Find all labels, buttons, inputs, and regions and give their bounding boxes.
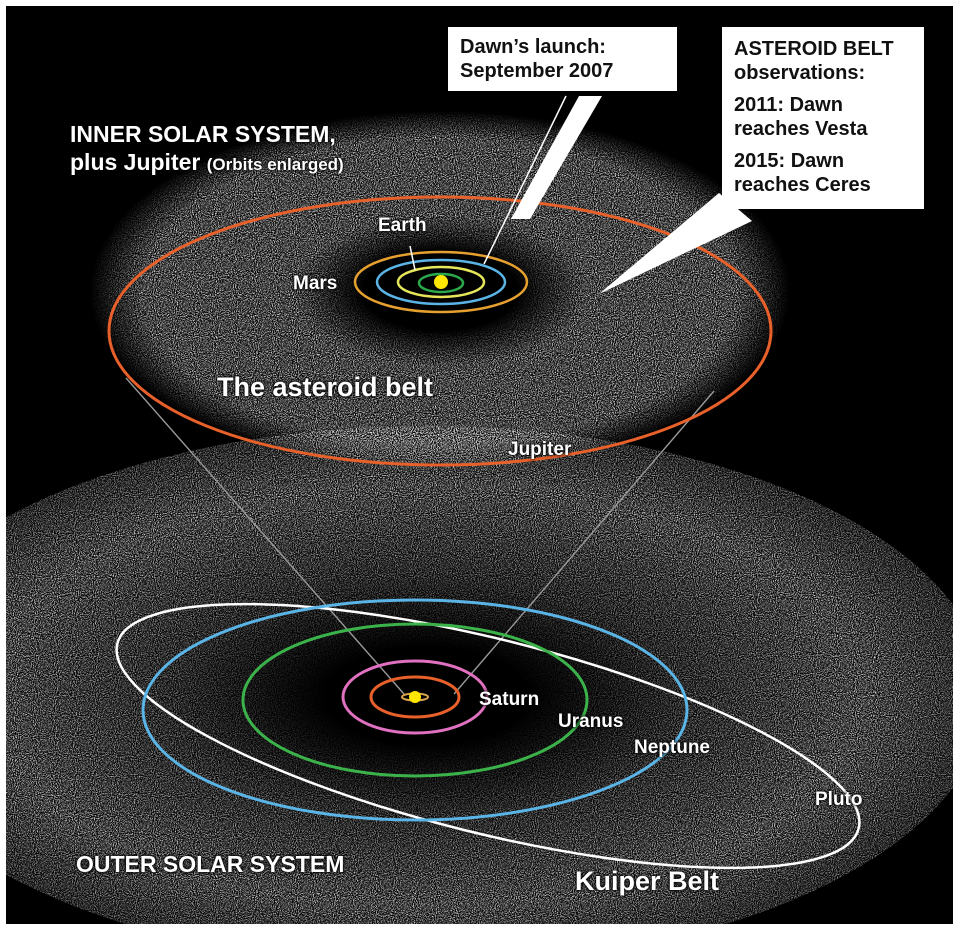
- sun-outer: [409, 691, 421, 703]
- label-jupiter: Jupiter: [508, 439, 572, 460]
- sun-inner: [434, 275, 448, 289]
- belt-callout-item2-line1: 2015: Dawn: [734, 150, 845, 172]
- venus-orbit: [396, 265, 486, 299]
- label-kuiper-belt: Kuiper Belt: [575, 866, 720, 896]
- uranus-orbit: [241, 622, 589, 778]
- saturn-orbit-pink: [341, 659, 489, 735]
- asteroid-belt-callout: ASTEROID BELT observations: 2011: Dawn r…: [722, 27, 924, 209]
- belt-callout-heading2: observations:: [734, 62, 866, 84]
- launch-callout-pointer: [511, 96, 602, 219]
- mars-orbit: [353, 250, 529, 314]
- projection-line-right: [453, 390, 715, 695]
- launch-callout-line1: Dawn’s launch:: [460, 36, 606, 58]
- launch-pointer-line: [483, 95, 567, 265]
- inner-title-jupiter: plus Jupiter: [70, 149, 201, 175]
- belt-callout-item2-line2: reaches Ceres: [734, 174, 871, 196]
- belt-callout-pointer: [599, 193, 752, 294]
- label-uranus: Uranus: [558, 711, 624, 732]
- jupiter-orbit: [107, 195, 773, 467]
- label-earth: Earth: [378, 215, 427, 236]
- earth-orbit: [375, 258, 507, 306]
- belt-callout-item1-line1: 2011: Dawn: [734, 94, 843, 116]
- earth-label-leader: [409, 245, 416, 271]
- outer-system-title: OUTER SOLAR SYSTEM: [76, 851, 345, 877]
- inner-system-title: INNER SOLAR SYSTEM, plus Jupiter (Orbits…: [70, 120, 344, 179]
- launch-callout-line2: September 2007: [460, 60, 614, 82]
- launch-callout: Dawn’s launch: September 2007: [448, 27, 677, 91]
- inner-title-line2: plus Jupiter (Orbits enlarged): [70, 148, 344, 179]
- belt-callout-heading1: ASTEROID BELT: [734, 38, 894, 60]
- label-saturn: Saturn: [479, 689, 540, 710]
- projection-line-left: [125, 377, 405, 695]
- label-neptune: Neptune: [634, 737, 710, 758]
- jupiter-orbit-outer-view: [369, 675, 461, 719]
- pluto-orbit: [115, 602, 861, 870]
- mercury-orbit: [417, 272, 465, 294]
- belt-callout-item1-line2: reaches Vesta: [734, 118, 868, 140]
- label-mars: Mars: [293, 273, 338, 294]
- label-asteroid-belt: The asteroid belt: [217, 372, 434, 402]
- inner-title-line1: INNER SOLAR SYSTEM,: [70, 121, 336, 147]
- label-pluto: Pluto: [815, 789, 863, 810]
- solar-system-diagram: Dawn’s launch: September 2007 ASTEROID B…: [6, 6, 953, 924]
- inner-title-note: (Orbits enlarged): [206, 155, 344, 174]
- neptune-orbit: [141, 598, 689, 822]
